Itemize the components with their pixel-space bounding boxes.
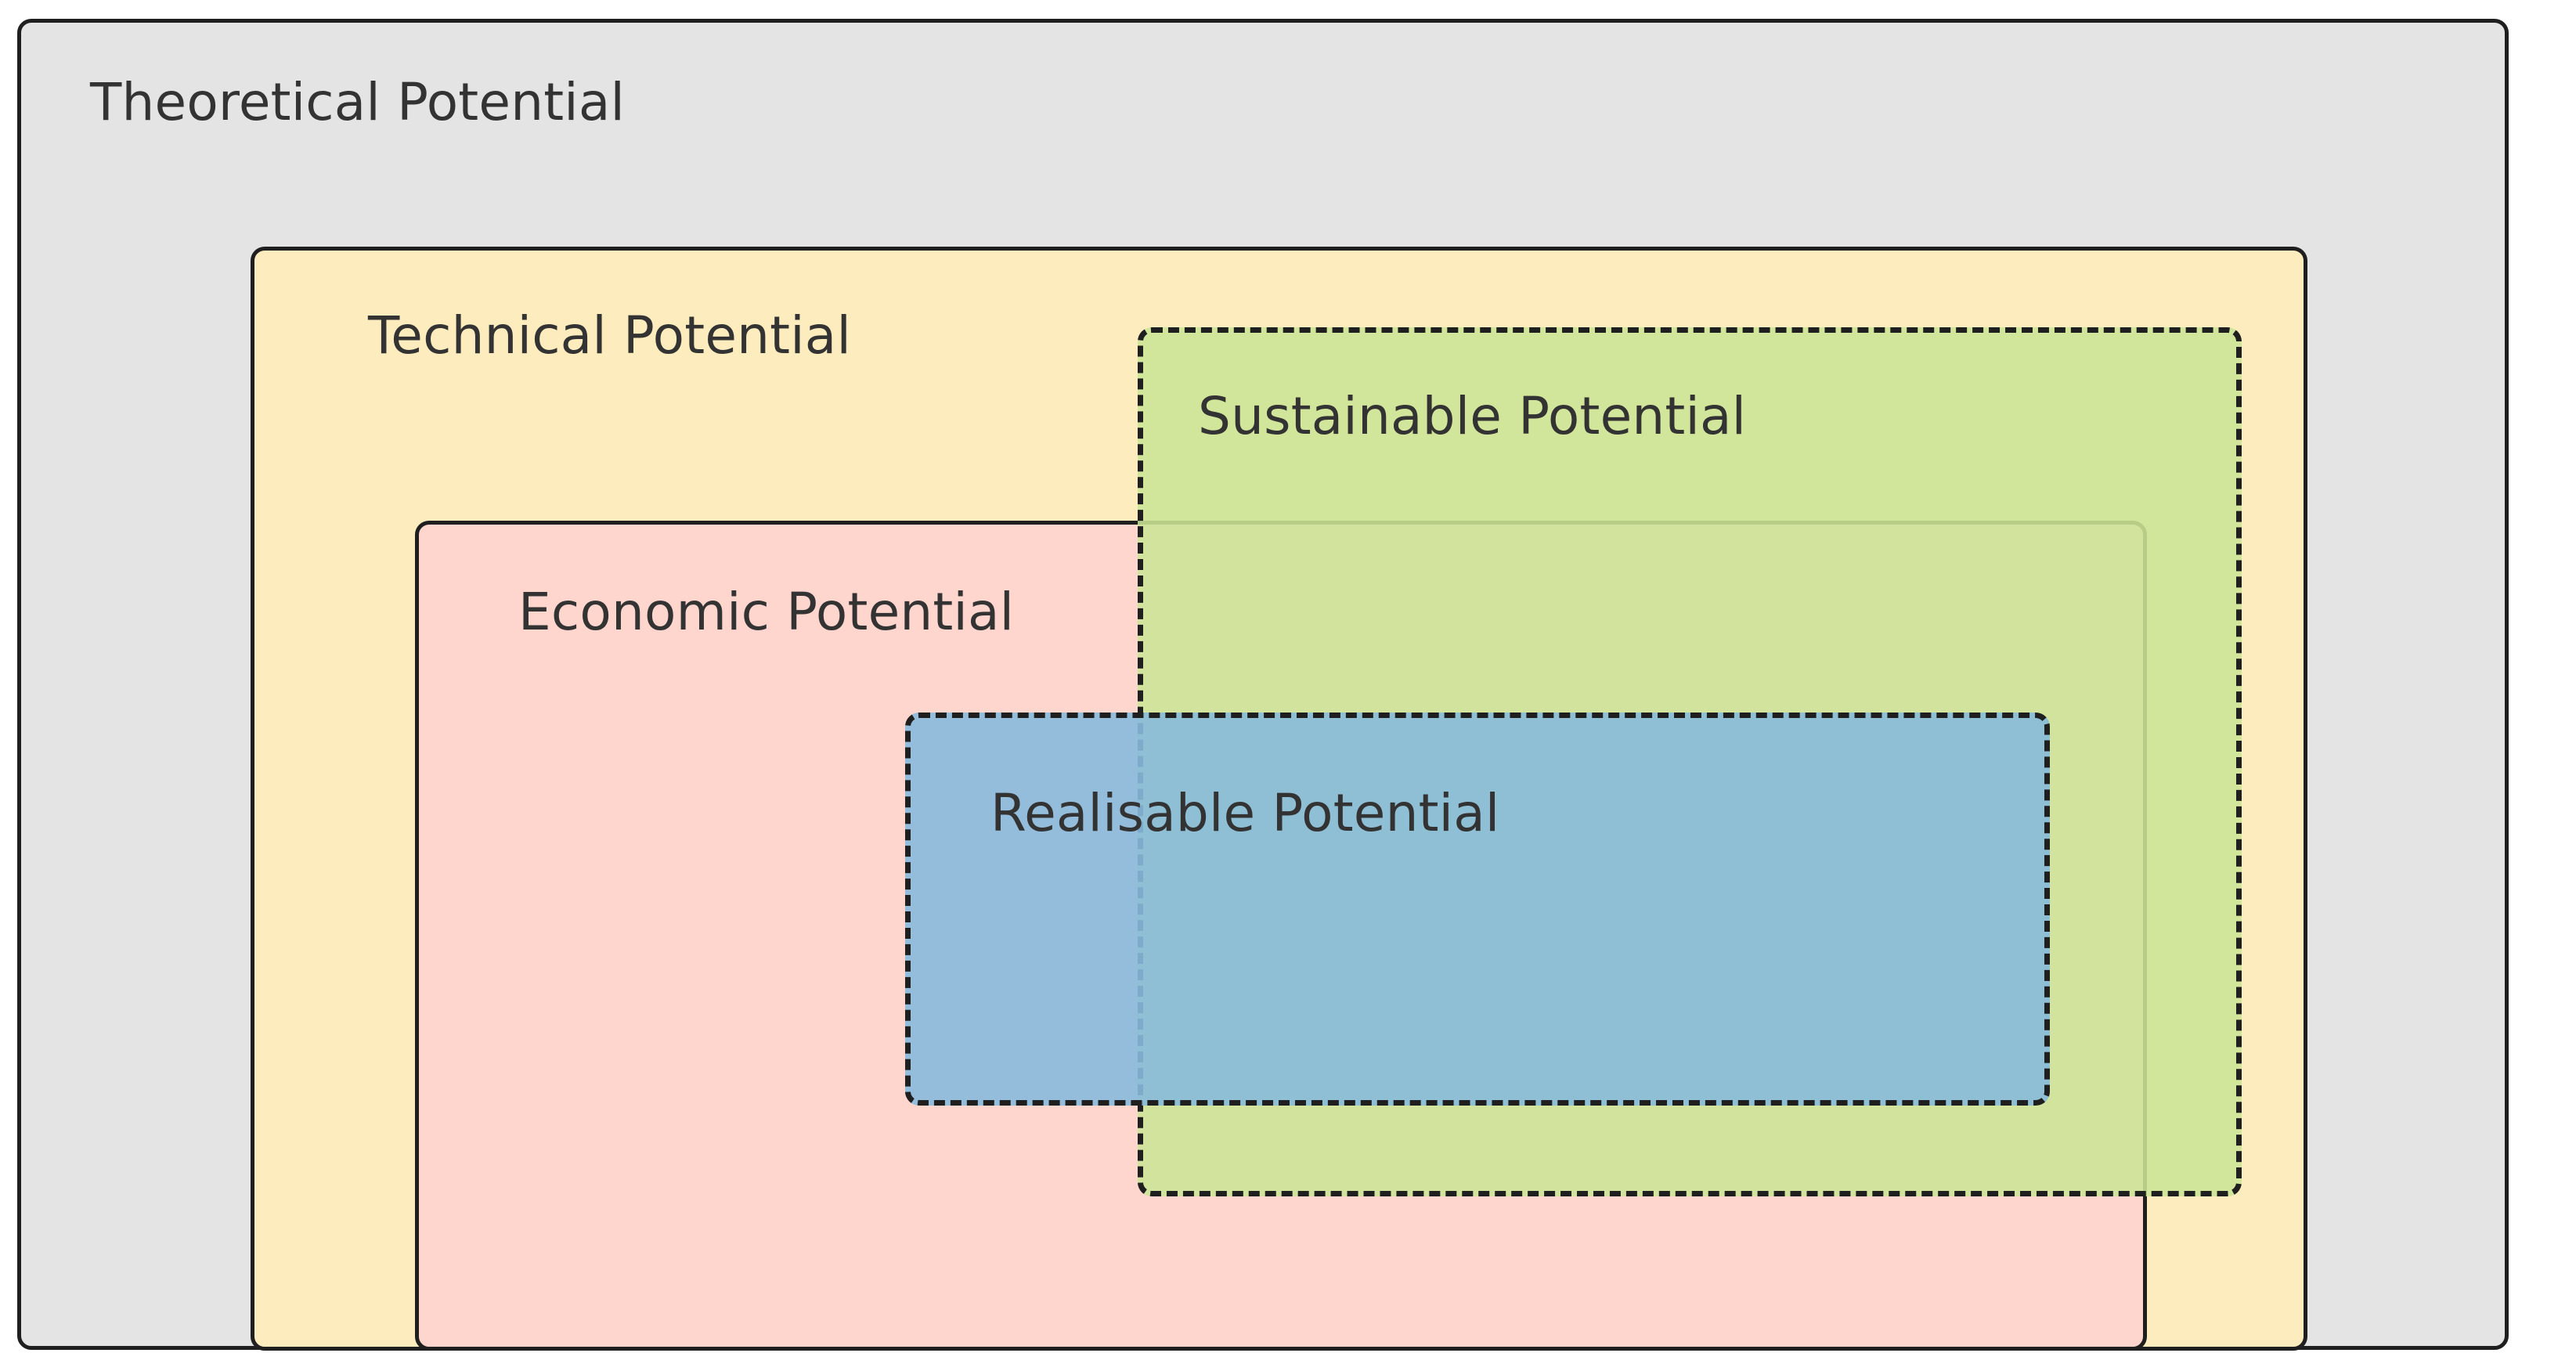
realisable-potential-label: Realisable Potential [990,783,1500,843]
sustainable-potential-label: Sustainable Potential [1198,386,1747,446]
technical-potential-label: Technical Potential [368,305,851,366]
theoretical-potential-label: Theoretical Potential [90,72,626,132]
economic-potential-label: Economic Potential [518,582,1015,642]
realisable-potential-box [905,713,2050,1106]
